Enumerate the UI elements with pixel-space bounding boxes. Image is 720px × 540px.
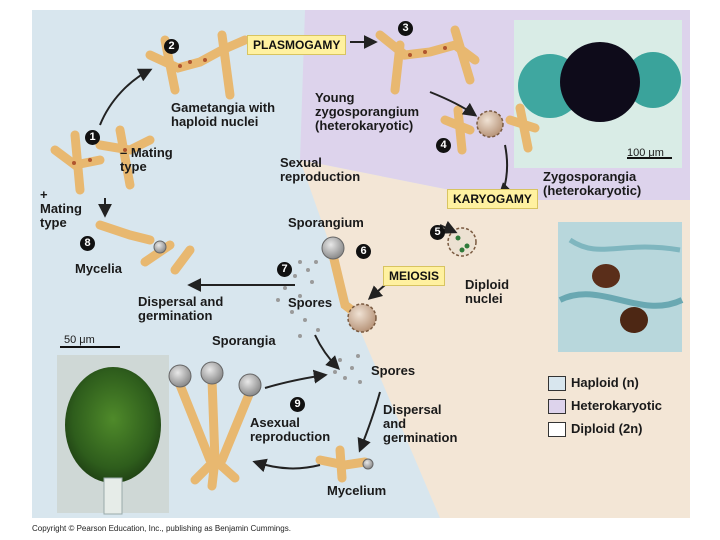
karyogamy-tag: KARYOGAMY [447,189,538,209]
step-6-marker: 6 [356,244,371,259]
zygospore-photo [558,222,684,352]
legend-label-heterokaryotic: Heterokaryotic [571,398,663,413]
zygosporangium-step4 [476,110,504,138]
step-4-marker: 4 [436,138,451,153]
legend-label-diploid: Diploid (2n) [571,421,643,436]
dispersal-top-label: Dispersal and germination [138,294,224,323]
step-9-marker: 9 [290,397,305,412]
plasmogamy-tag: PLASMOGAMY [247,35,347,55]
step-2-marker: 2 [164,39,179,54]
sporangia-label: Sporangia [212,333,276,348]
mycelium-label: Mycelium [327,483,387,498]
meiosis-tag: MEIOSIS [383,266,446,286]
sexual-reproduction-label: Sexual reproduction [280,155,361,184]
zygosporangium-germinating [347,303,377,333]
zygosporangia-photo [514,20,682,168]
spores-bottom-label: Spores [371,363,416,378]
asexual-reproduction-label: Asexual reproduction [250,415,331,444]
step-7-marker: 7 [277,262,292,277]
sporangia [153,236,374,470]
step-3-marker: 3 [398,21,413,36]
dispersal-bottom-label: Dispersal and germination [383,402,458,445]
haploid-nuclei [72,46,447,165]
plus-mating-type-label: + Mating type [40,187,82,230]
zygosporangium-step5 [447,227,477,257]
step-8-marker: 8 [80,236,95,251]
legend-swatch-diploid [548,422,566,437]
mycelia-label: Mycelia [75,261,122,276]
minus-mating-type-label: – Mating type [120,145,173,174]
diploid-nuclei-label: Diploid nuclei [465,277,510,306]
scale-100-label: 100 μm [627,147,664,159]
sporangium-label: Sporangium [288,215,364,230]
spores [276,260,362,384]
sporangium-photo [57,346,169,515]
gametangia-label: Gametangia with haploid nuclei [171,100,276,129]
step-1-marker: 1 [85,130,100,145]
hyphae [50,25,540,491]
legend-swatch-haploid [548,376,566,391]
legend-swatch-heterokaryotic [548,399,566,414]
step-5-marker: 5 [430,225,445,240]
spores-top-label: Spores [288,295,333,310]
young-zygosporangium-label: Young zygosporangium (heterokaryotic) [315,90,420,133]
scale-50-label: 50 μm [64,334,95,346]
legend-label-haploid: Haploid (n) [571,375,639,390]
zygosporangia-label: Zygosporangia (heterokaryotic) [543,169,642,198]
copyright-notice: Copyright © Pearson Education, Inc., pub… [32,524,291,533]
